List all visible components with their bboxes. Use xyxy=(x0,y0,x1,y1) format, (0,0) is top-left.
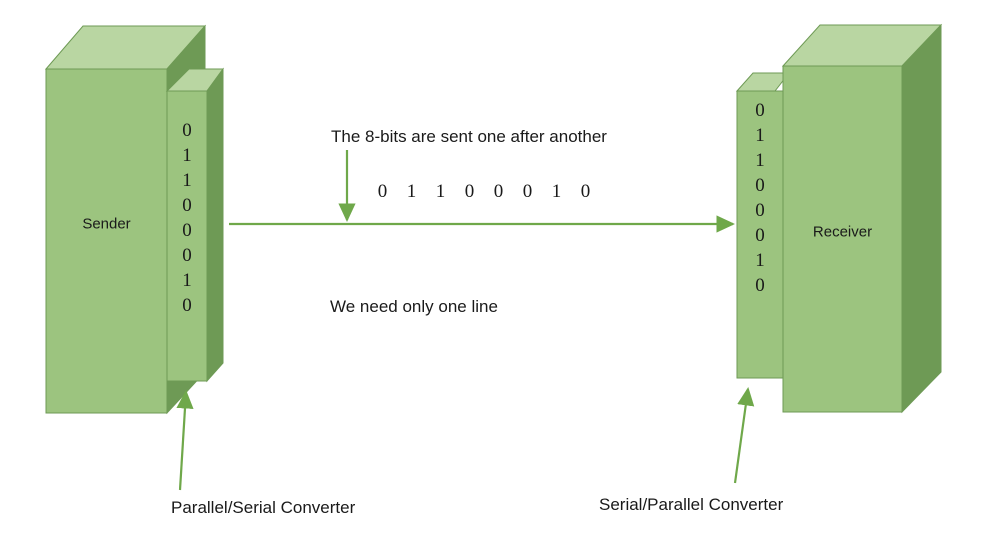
sender-converter-front-face xyxy=(166,90,208,382)
sender-converter-side-face xyxy=(206,67,224,383)
receiver-label: Receiver xyxy=(812,223,873,241)
bit-value: 1 xyxy=(755,125,765,146)
bit-value: 0 xyxy=(182,245,192,266)
bit-value: 0 xyxy=(182,195,192,216)
serial-bit: 0 xyxy=(580,181,591,202)
bit-value: 0 xyxy=(755,200,765,221)
serial-bit: 1 xyxy=(435,181,446,202)
bit-value: 0 xyxy=(755,100,765,121)
bit-value: 1 xyxy=(182,145,192,166)
bit-value: 0 xyxy=(182,220,192,241)
bit-value: 0 xyxy=(182,295,192,316)
serial-bit: 1 xyxy=(406,181,417,202)
bit-value: 1 xyxy=(182,170,192,191)
receiver-converter-top-face xyxy=(735,72,791,92)
receiver-converter-front-face xyxy=(736,90,784,379)
receiver-box-side-face xyxy=(901,23,942,414)
receiver-converter-box xyxy=(735,72,791,379)
sender-bit-column: 0 1 1 0 0 0 1 0 xyxy=(167,118,207,318)
serial-bit: 0 xyxy=(493,181,504,202)
receiver-converter-pointer xyxy=(733,387,755,484)
sender-converter-box xyxy=(165,67,224,383)
bit-value: 1 xyxy=(182,270,192,291)
eight-bits-note: The 8-bits are sent one after another xyxy=(331,127,607,146)
bit-value: 0 xyxy=(755,225,765,246)
serial-bit: 1 xyxy=(551,181,562,202)
bit-value: 1 xyxy=(755,250,765,271)
parallel-serial-converter-caption: Parallel/Serial Converter xyxy=(171,498,356,517)
serial-bit: 0 xyxy=(522,181,533,202)
one-line-note: We need only one line xyxy=(330,297,498,316)
bit-value: 0 xyxy=(182,120,192,141)
serial-bit: 0 xyxy=(464,181,475,202)
receiver-box-front-face xyxy=(782,65,903,413)
serial-parallel-converter-caption: Serial/Parallel Converter xyxy=(599,495,784,514)
sender-label: Sender xyxy=(82,215,131,233)
receiver-box xyxy=(781,23,943,414)
serial-bit: 0 xyxy=(377,181,388,202)
sender-box-front-face xyxy=(45,68,168,414)
bit-value: 0 xyxy=(755,275,765,296)
bit-value: 1 xyxy=(755,150,765,171)
bit-value: 0 xyxy=(755,175,765,196)
sender-converter-pointer xyxy=(176,390,194,491)
receiver-bit-column: 0 1 1 0 0 0 1 0 xyxy=(737,98,783,298)
